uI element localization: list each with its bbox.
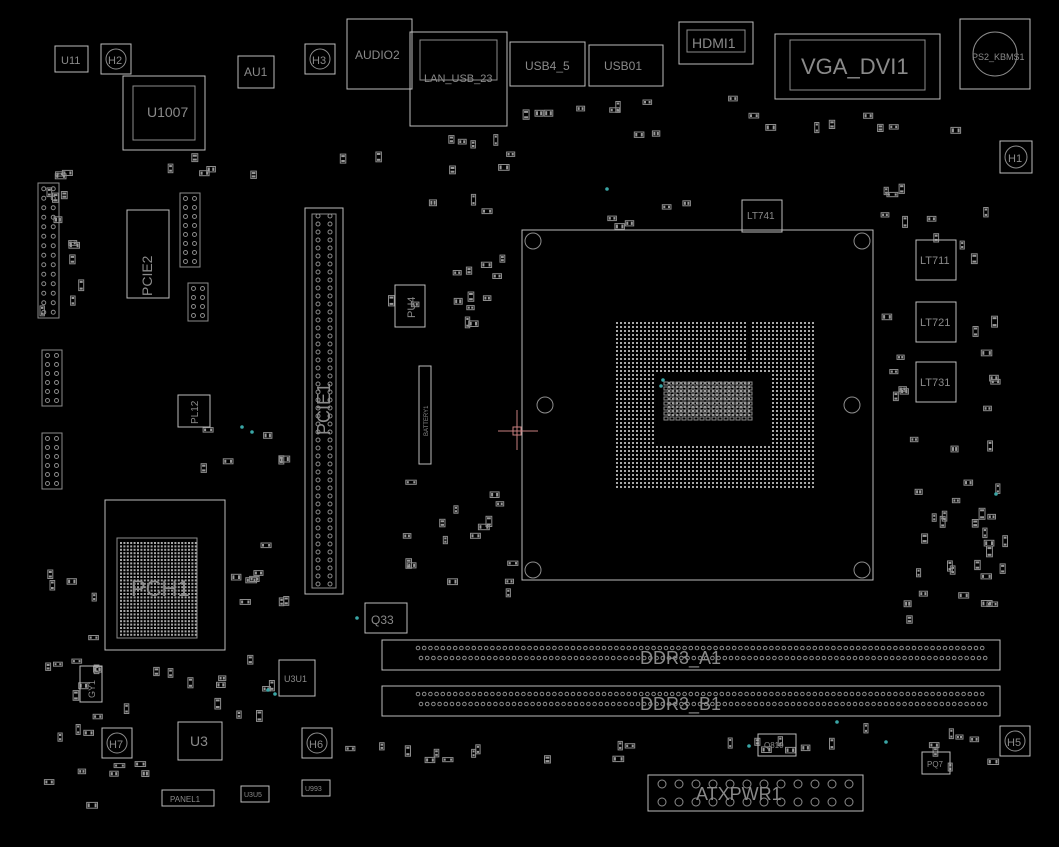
chip-u3[interactable]: U3 — [177, 721, 223, 761]
header-panel[interactable]: PANEL1 — [161, 789, 215, 807]
label-q810: Q810 — [764, 741, 784, 750]
connector-atx-power[interactable]: ATXPWR1 — [647, 774, 864, 812]
battery-holder[interactable]: BATTERY1 — [418, 365, 432, 465]
chip-u3u1[interactable]: U3U1 — [278, 659, 316, 697]
chip-au1[interactable]: AU1 — [237, 55, 275, 89]
label-vga-dvi: VGA_DVI1 — [801, 54, 909, 79]
pch-ball-grid — [120, 542, 197, 636]
label-lt741: LT741 — [747, 211, 775, 222]
passive-components — [37, 95, 1008, 809]
probe-crosshair — [498, 410, 538, 450]
label-atx: ATXPWR1 — [696, 784, 782, 804]
label-lan-usb: LAN_USB_23 — [424, 73, 493, 85]
mount-hole-h3[interactable]: H3 — [304, 43, 336, 75]
connector-usb-01[interactable]: USB01 — [588, 44, 664, 87]
chip-u993[interactable]: U993 — [301, 779, 331, 797]
label-pch: PCH1 — [131, 576, 190, 601]
label-ddr-a: DDR3_A1 — [640, 648, 721, 669]
label-pcie2: PCIE2 — [139, 255, 155, 296]
label-h7: H7 — [109, 739, 123, 751]
mount-hole-h2[interactable]: H2 — [100, 43, 132, 75]
transistor-q810[interactable]: Q810 — [757, 733, 797, 757]
inductor-lt711[interactable]: LT711 — [915, 239, 957, 281]
chip-pu4[interactable]: PU4 — [394, 284, 426, 328]
label-h1: H1 — [1008, 153, 1022, 165]
crystal-gy1[interactable]: GY1 — [79, 665, 103, 703]
chip-u1007[interactable]: U1007 — [122, 75, 206, 151]
label-pq7: PQ7 — [927, 760, 944, 769]
label-q33: Q33 — [371, 613, 394, 627]
label-u993: U993 — [305, 786, 322, 793]
connector-audio[interactable]: AUDIO2 — [346, 18, 413, 90]
slot-pcie2[interactable]: PCIE2 — [126, 209, 170, 299]
transistor-q33[interactable]: Q33 — [364, 602, 408, 634]
label-gy1: GY1 — [87, 680, 97, 698]
connector-hdmi[interactable]: HDMI1 — [678, 21, 754, 65]
label-u3: U3 — [190, 733, 208, 749]
label-usb-01: USB01 — [604, 59, 642, 73]
label-au1: AU1 — [244, 65, 268, 79]
label-audio: AUDIO2 — [355, 48, 400, 62]
connector-lan-usb[interactable]: LAN_USB_23 — [409, 31, 508, 127]
inductor-lt721[interactable]: LT721 — [915, 301, 957, 343]
connector-vga-dvi[interactable]: VGA_DVI1 — [774, 33, 941, 100]
label-pcie1: PCIE1 — [314, 383, 334, 435]
label-h3: H3 — [312, 55, 326, 67]
label-u3u1: U3U1 — [284, 674, 307, 684]
label-lt721: LT721 — [920, 317, 950, 329]
chip-u3u5[interactable]: U3U5 — [240, 785, 270, 803]
slot-ddr3-b1[interactable]: DDR3_B1 — [381, 685, 1001, 717]
inductor-pl12[interactable]: PL12 — [177, 394, 211, 428]
slot-pcie1[interactable]: PCIE1 — [304, 207, 344, 595]
label-h2: H2 — [108, 55, 122, 67]
slot-ddr3-a1[interactable]: DDR3_A1 — [381, 639, 1001, 671]
label-usb-45: USB4_5 — [525, 59, 570, 73]
mount-hole-h1[interactable]: H1 — [999, 140, 1033, 174]
label-panel: PANEL1 — [170, 795, 201, 804]
mosfet-pq7[interactable]: PQ7 — [921, 751, 951, 775]
label-lt731: LT731 — [920, 377, 950, 389]
label-ps2: PS2_KBMS1 — [972, 52, 1025, 62]
connector-ps2[interactable]: PS2_KBMS1 — [959, 18, 1031, 90]
label-pu4: PU4 — [406, 297, 418, 318]
cpu-pin-array — [616, 322, 814, 488]
label-battery: BATTERY1 — [424, 405, 430, 436]
mount-hole-h7[interactable]: H7 — [101, 727, 133, 759]
inductor-lt731[interactable]: LT731 — [915, 361, 957, 403]
chip-pch[interactable]: PCH1 — [104, 499, 226, 651]
label-u1007: U1007 — [147, 104, 188, 120]
label-u3u5: U3U5 — [244, 792, 262, 799]
label-h5: H5 — [1007, 737, 1021, 749]
label-hdmi: HDMI1 — [692, 35, 736, 51]
inductor-lt741[interactable]: LT741 — [741, 199, 783, 233]
mount-hole-h5[interactable]: H5 — [999, 725, 1031, 757]
label-pl12: PL12 — [190, 400, 201, 424]
label-u11: U11 — [61, 55, 80, 67]
label-ddr-b: DDR3_B1 — [640, 694, 721, 715]
connector-usb-45[interactable]: USB4_5 — [509, 41, 586, 87]
chip-u11[interactable]: U11 — [54, 45, 89, 73]
cpu-socket[interactable] — [521, 229, 874, 581]
label-h6: H6 — [309, 739, 323, 751]
mount-hole-h6[interactable]: H6 — [301, 727, 333, 759]
label-lt711: LT711 — [920, 255, 950, 267]
